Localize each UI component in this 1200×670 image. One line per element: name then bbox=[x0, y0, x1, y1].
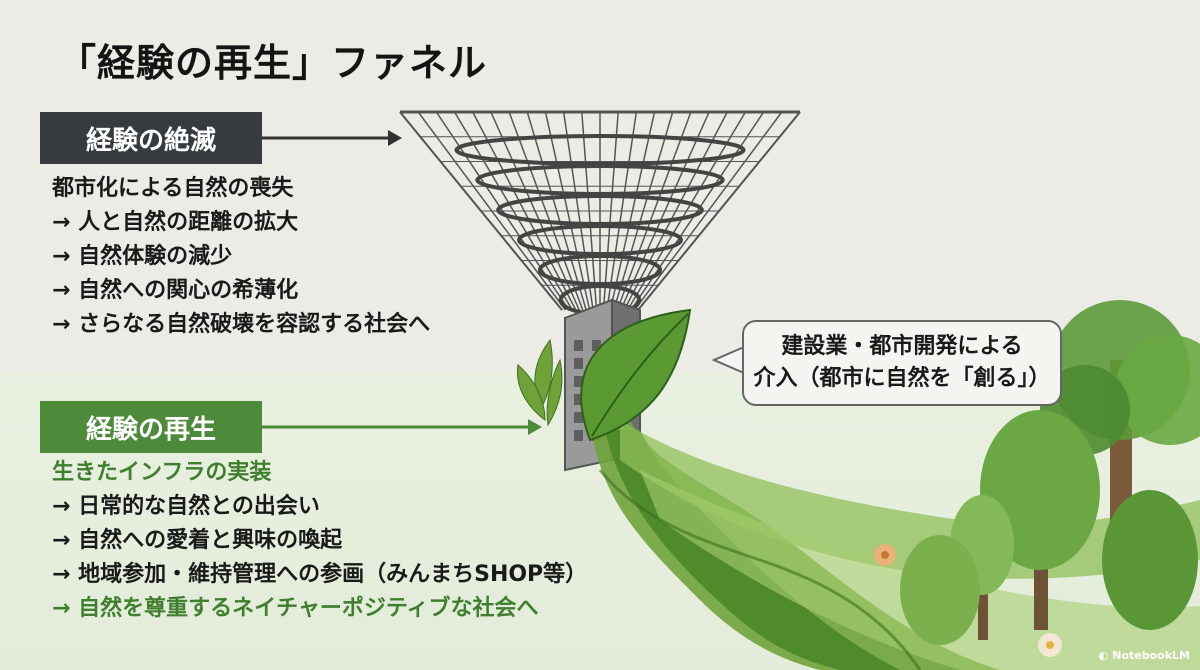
list-item: → 自然を尊重するネイチャーポジティブな社会へ bbox=[52, 596, 539, 621]
list-item: → 自然への関心の希薄化 bbox=[52, 278, 299, 303]
callout-line-2: 介入（都市に自然を「創る」） bbox=[753, 366, 1051, 391]
building-window bbox=[574, 376, 583, 387]
intervention-callout: 建設業・都市開発による 介入（都市に自然を「創る」） bbox=[742, 320, 1062, 406]
building-window bbox=[574, 430, 583, 441]
list-item: → さらなる自然破壊を容認する社会へ bbox=[52, 312, 431, 337]
page-title: 「経験の再生」ファネル bbox=[58, 41, 488, 85]
building-window bbox=[592, 340, 601, 351]
list-item: → 自然体験の減少 bbox=[52, 244, 233, 269]
list-item: → 日常的な自然との出会い bbox=[52, 494, 320, 519]
regeneration-arrow-icon bbox=[262, 419, 542, 435]
building-window bbox=[574, 394, 583, 405]
extinction-label: 経験の絶滅 bbox=[40, 112, 262, 164]
list-item: → 地域参加・維持管理への参画（みんまちSHOP等） bbox=[52, 562, 588, 587]
list-item: 都市化による自然の喪失 bbox=[52, 176, 294, 201]
building-window bbox=[574, 340, 583, 351]
flower-icon bbox=[874, 544, 1062, 657]
forest-icon bbox=[900, 300, 1200, 645]
building-window bbox=[574, 412, 583, 423]
list-item: → 自然への愛着と興味の喚起 bbox=[52, 528, 343, 553]
regeneration-list: 生きたインフラの実装 → 日常的な自然との出会い → 自然への愛着と興味の喚起 … bbox=[52, 456, 587, 626]
plants-icon bbox=[516, 338, 563, 427]
building-window bbox=[574, 358, 583, 369]
extinction-list: 都市化による自然の喪失 → 人と自然の距離の拡大 → 自然体験の減少 → 自然へ… bbox=[52, 172, 430, 342]
brand-logo: ◐ NotebookLM bbox=[1099, 649, 1190, 662]
callout-line-1: 建設業・都市開発による bbox=[781, 334, 1023, 359]
extinction-arrow-icon bbox=[262, 130, 402, 146]
notebook-icon: ◐ bbox=[1098, 649, 1109, 662]
funnel bbox=[399, 110, 801, 316]
list-item: → 人と自然の距離の拡大 bbox=[52, 210, 299, 235]
leaf-icon bbox=[580, 308, 692, 442]
list-item: 生きたインフラの実装 bbox=[52, 460, 272, 485]
regeneration-label: 経験の再生 bbox=[40, 401, 262, 453]
brand-name: NotebookLM bbox=[1112, 649, 1190, 662]
